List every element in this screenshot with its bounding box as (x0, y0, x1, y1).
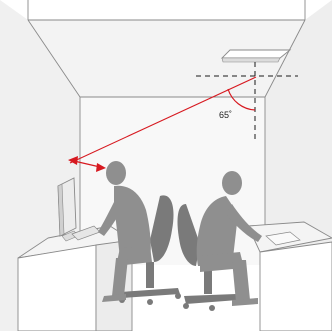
right-desk-front (260, 242, 332, 331)
left-desk-front (18, 245, 96, 331)
angle-label: 65˚ (219, 110, 232, 120)
